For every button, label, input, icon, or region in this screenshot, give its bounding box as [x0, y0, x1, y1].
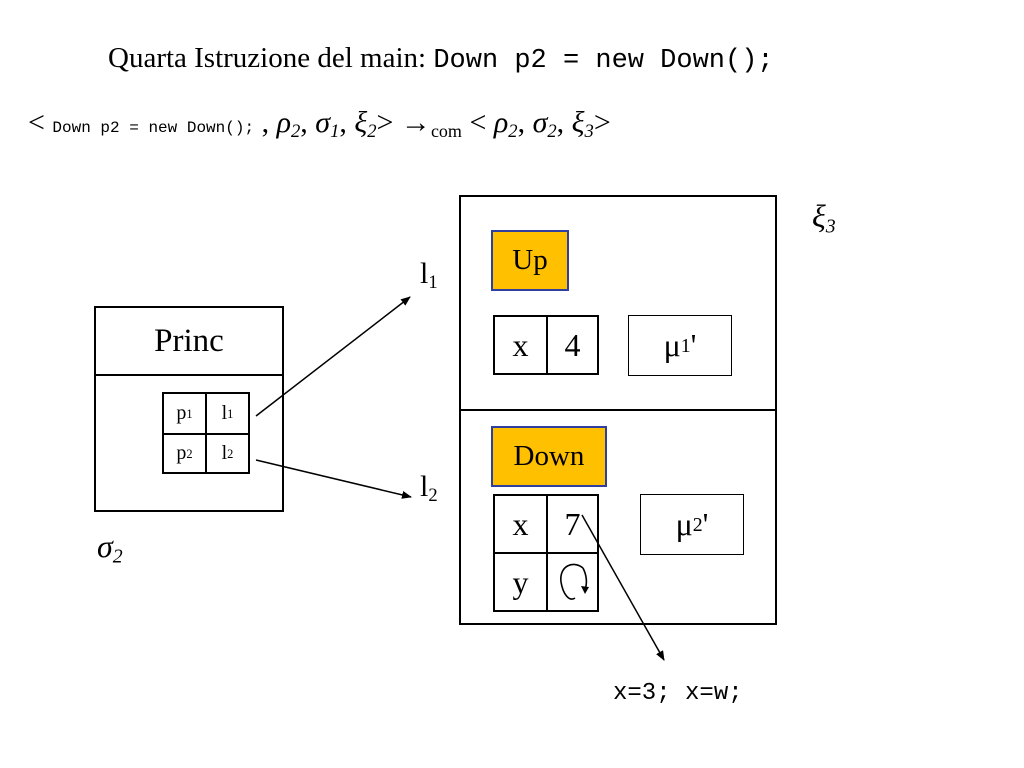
code-note-text: x=3; x=w; [613, 680, 743, 707]
sigma2-symbol: σ [532, 106, 548, 139]
up-field-name: x [512, 326, 529, 363]
stack-label: σ2 [97, 528, 123, 568]
xi-symbol: ξ [354, 106, 368, 139]
xi-label: ξ [812, 198, 826, 234]
p2-name: p [176, 442, 187, 464]
up-field-value: 4 [564, 326, 581, 363]
heap-divider [461, 409, 775, 411]
sigma-symbol: σ [315, 106, 331, 139]
location-l1: l1 [420, 257, 438, 294]
transition-code: Down p2 = new Down(); [52, 119, 255, 137]
heap-label: ξ3 [812, 198, 836, 238]
up-value-x: 4 [546, 315, 599, 375]
xi-label-sub: 3 [825, 215, 836, 238]
pointer-l1-arrow [255, 296, 411, 417]
transition-rule: < Down p2 = new Down(); , ρ2, σ1, ξ2> →c… [28, 106, 611, 143]
l2-label: l [420, 470, 429, 503]
slide-title: Quarta Istruzione del main: Down p2 = ne… [108, 42, 774, 76]
stack-header-label: Princ [154, 322, 224, 359]
l2-label-sub: 2 [428, 485, 438, 507]
p1-name: p [176, 402, 187, 424]
stack-frame: Princ [94, 306, 284, 512]
l1-label: l [420, 257, 429, 290]
sigma2-sub: 2 [547, 121, 557, 143]
class-tag-up: Up [491, 230, 569, 291]
xi3-sub: 3 [584, 121, 594, 143]
code-note: x=3; x=w; [613, 680, 743, 707]
down-field-x-value: 7 [564, 505, 581, 542]
xi3-symbol: ξ [571, 106, 585, 139]
location-l2: l2 [420, 470, 438, 507]
rho-symbol: ρ [276, 106, 291, 139]
sigma-label-sub: 2 [112, 545, 123, 568]
sigma-sub: 1 [330, 121, 340, 143]
down-field-x-name: x [512, 505, 529, 542]
title-prefix: Quarta Istruzione del main: [108, 42, 427, 74]
l1-label-sub: 1 [428, 272, 438, 294]
title-code: Down p2 = new Down(); [433, 46, 774, 76]
l1-name: l [221, 402, 228, 424]
sigma-label: σ [97, 528, 113, 564]
class-down-label: Down [513, 440, 585, 472]
down-value-y [546, 552, 599, 612]
stack-header: Princ [96, 308, 282, 376]
com-sub: com [430, 121, 462, 142]
lt-sign-2: < [461, 106, 494, 139]
mu2-prime: ' [702, 506, 709, 542]
gt-arrow: > → [376, 106, 431, 139]
self-loop-icon [559, 563, 589, 600]
rho2-sub: 2 [508, 121, 518, 143]
class-tag-down: Down [491, 426, 607, 487]
rho-sub: 2 [290, 121, 301, 143]
class-up-label: Up [512, 244, 548, 276]
gt-sign-2: > [593, 106, 611, 139]
update-arrow [581, 514, 665, 661]
comma-sep: , [261, 106, 277, 139]
rho2-symbol: ρ [493, 106, 509, 139]
xi-sub: 2 [367, 121, 377, 143]
mu1-prime: ' [690, 327, 697, 363]
l2-name: l [221, 442, 228, 464]
pointer-l2-arrow [255, 459, 412, 499]
lt-sign: < [28, 106, 45, 139]
mu2-symbol: μ [675, 506, 693, 542]
down-field-y-name: y [512, 563, 529, 600]
mu1-symbol: μ [663, 327, 681, 363]
